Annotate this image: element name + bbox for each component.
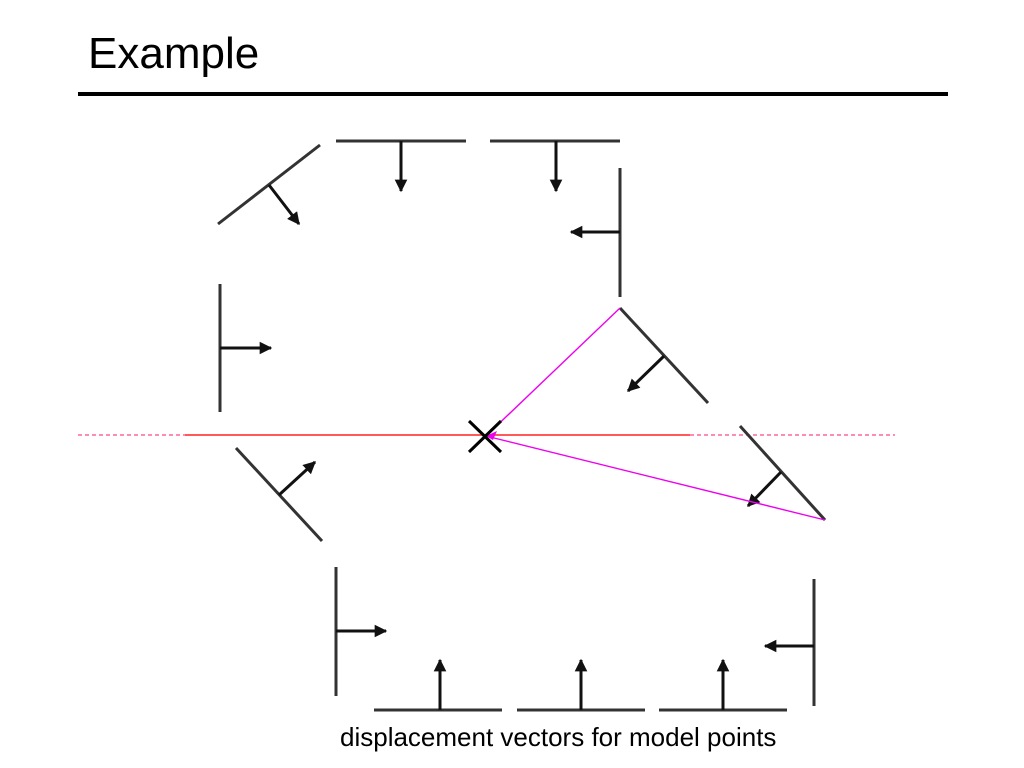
x-marker-icon [467,419,503,454]
ray-upper [485,307,621,437]
ray-arrowhead [486,431,497,440]
edge-right-upper-diagonal [618,306,710,405]
arrow-right-lower-diagonal [746,470,783,508]
model-edges [217,139,827,712]
slide-title: Example [88,29,260,78]
arrow-right-upper-diagonal [626,354,666,393]
displacement-vectors [220,141,814,710]
title-rule [78,92,948,96]
edge-top-left-diagonal [217,143,321,226]
ray-lower [485,435,826,521]
arrow-top-left-diagonal [267,184,301,225]
caption: displacement vectors for model points [340,722,777,752]
arrow-left-lower-diagonal [277,460,317,497]
centroid-rays [485,307,826,521]
edge-right-lower-diagonal [738,424,827,522]
